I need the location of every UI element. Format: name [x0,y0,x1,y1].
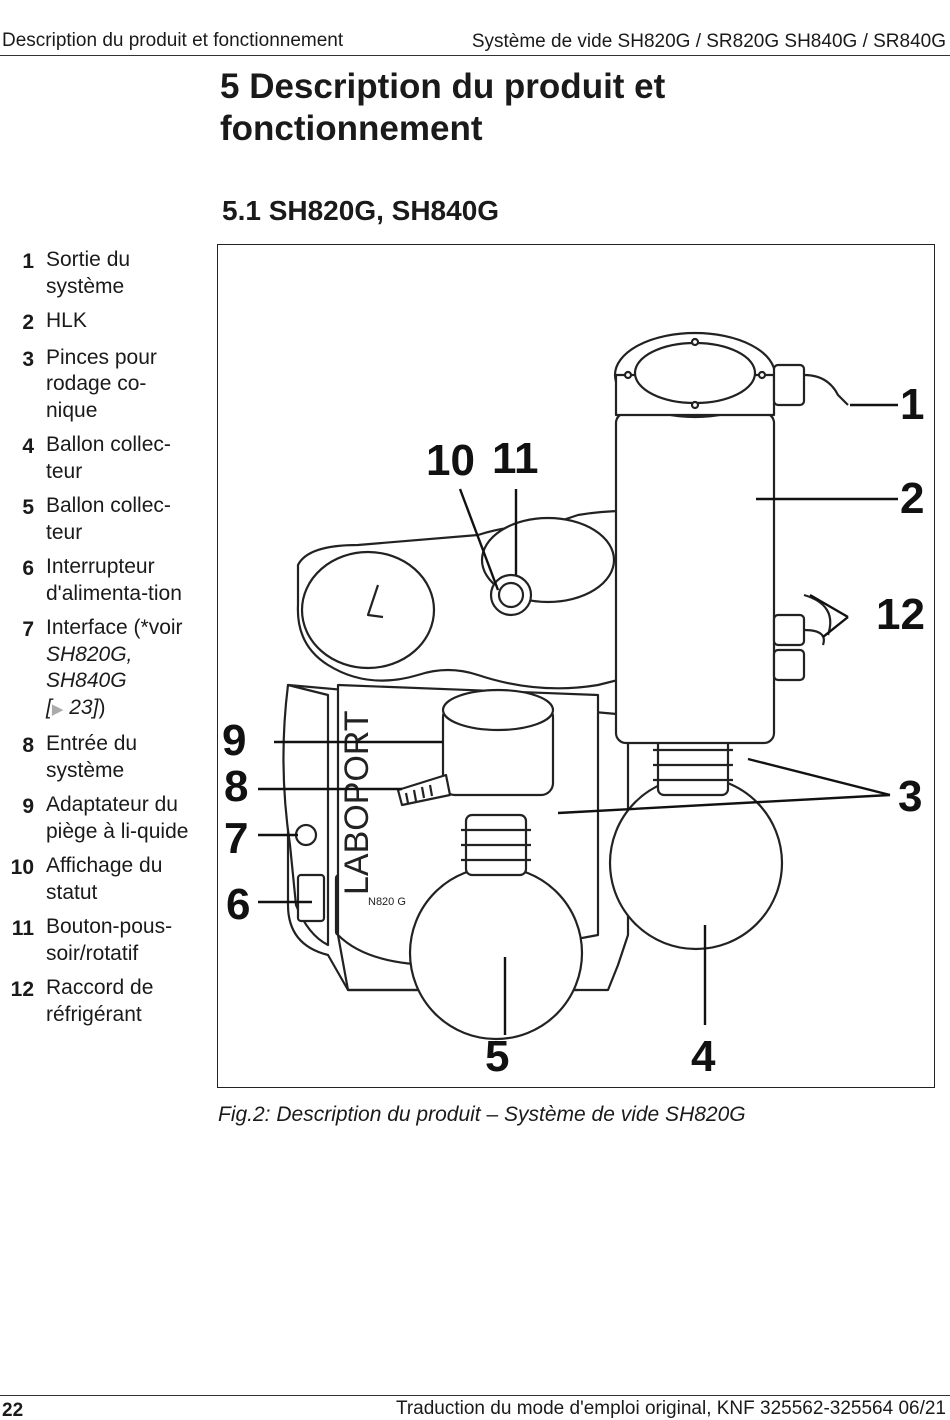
legend-number: 12 [10,978,34,1001]
system-outlet [772,363,806,407]
legend-item: 5 Ballon collec-teur [0,493,205,546]
legend-number: 11 [11,917,34,940]
footer-document-ref: Traduction du mode d'emploi original, KN… [395,1398,946,1419]
legend-number: 7 [22,618,34,641]
legend-number: 9 [22,795,34,818]
legend-item: 8 Entrée du système [0,731,205,784]
legend-text: Interface (*voir SH820G, SH840G[▶ 23]) [46,616,183,719]
leader-line-3 [557,757,891,815]
callout-1: 1 [900,380,924,429]
legend-item: 4 Ballon collec-teur [0,432,205,485]
legend-number: 10 [10,856,34,879]
chapter-title: 5 Description du produit et fonctionneme… [220,67,666,148]
section-title: 5.1 SH820G, SH840G [222,195,500,226]
legend-number: 3 [22,347,34,371]
legend-item: 3 Pinces pour rodage co-nique [0,345,205,425]
arrow-right-icon: ▶ [51,700,64,718]
callout-8: 8 [224,762,248,811]
callout-2: 2 [900,474,924,523]
callout-7: 7 [224,814,248,863]
callout-4: 4 [691,1032,716,1081]
running-header-right: Système de vide SH820G / SR820G SH840G /… [471,31,946,52]
legend-text: Raccord de réfrigérant [46,976,154,1026]
legend-text: Affichage du statut [46,854,163,904]
header-divider [0,55,950,56]
system-inlet [396,773,452,807]
callout-11: 11 [492,434,539,483]
callout-3: 3 [898,772,922,821]
legend-number: 1 [22,250,34,273]
legend-item: 7 Interface (*voir SH820G, SH840G[▶ 23]) [0,615,205,723]
legend-text: Adaptateur du piège à li-quide [46,793,189,843]
coolant-connector-lower [772,648,806,682]
legend-item: 12 Raccord de réfrigérant [0,975,205,1028]
legend-text: Ballon collec-teur [46,494,171,544]
condenser-hlk [614,411,776,745]
legend-item: 1 Sortie du système [0,247,205,300]
vacuum-system-illustration: LABOPORT N820 G 1 2 3 4 5 6 7 8 9 10 11 … [222,331,925,1081]
footer-divider [0,1395,950,1396]
legend-item: 6 Interrupteur d'alimenta-tion [0,554,205,607]
legend-text: HLK [46,309,87,332]
callout-5: 5 [485,1032,509,1081]
legend-item: 9 Adaptateur du piège à li-quide [0,792,205,845]
leader-line-12 [809,593,849,638]
legend-item: 11 Bouton-pous-soir/rotatif [0,914,205,967]
legend-item: 2 HLK [0,308,205,337]
model-label: N820 G [368,896,406,908]
figure-legend: 1 Sortie du système 2 HLK 3 Pinces pour rod… [0,247,205,1036]
legend-number: 5 [22,496,34,519]
pump-head-left [300,550,436,670]
page-number: 22 [2,1400,24,1420]
figure-caption: Fig.2: Description du produit – Système … [218,1103,746,1126]
brand-label: LABOPORT [338,710,376,895]
callout-12: 12 [876,590,925,639]
legend-text: Ballon collec-teur [46,433,171,483]
coolant-connector-upper [772,613,806,647]
callout-10: 10 [426,436,475,485]
legend-text: Entrée du système [46,732,138,782]
interface-port [294,823,318,847]
legend-number: 6 [22,557,34,580]
legend-text: Bouton-pous-soir/rotatif [46,915,173,965]
product-figure: LABOPORT N820 G 1 2 3 4 5 6 7 8 9 10 11 … [217,244,935,1088]
leader-line-10 [458,488,500,591]
legend-item: 10 Affichage du statut [0,853,205,906]
legend-number: 2 [22,311,34,334]
page-reference[interactable]: [▶ 23] [46,695,99,719]
running-header-left: Description du produit et fonctionnement [2,30,344,51]
callout-6: 6 [226,880,250,929]
legend-text: Interrupteur d'alimenta-tion [46,555,182,605]
legend-text: Pinces pour rodage co-nique [46,345,157,422]
legend-number: 4 [22,435,34,458]
legend-text: Sortie du système [46,248,131,298]
legend-number: 8 [22,734,34,757]
collector-flask-5 [408,865,584,1041]
legend-text-pre: Interface (*voir [46,616,183,639]
power-switch [296,873,326,923]
callout-9: 9 [222,716,246,765]
cross-reference-link[interactable]: SH820G, SH840G [46,642,133,693]
